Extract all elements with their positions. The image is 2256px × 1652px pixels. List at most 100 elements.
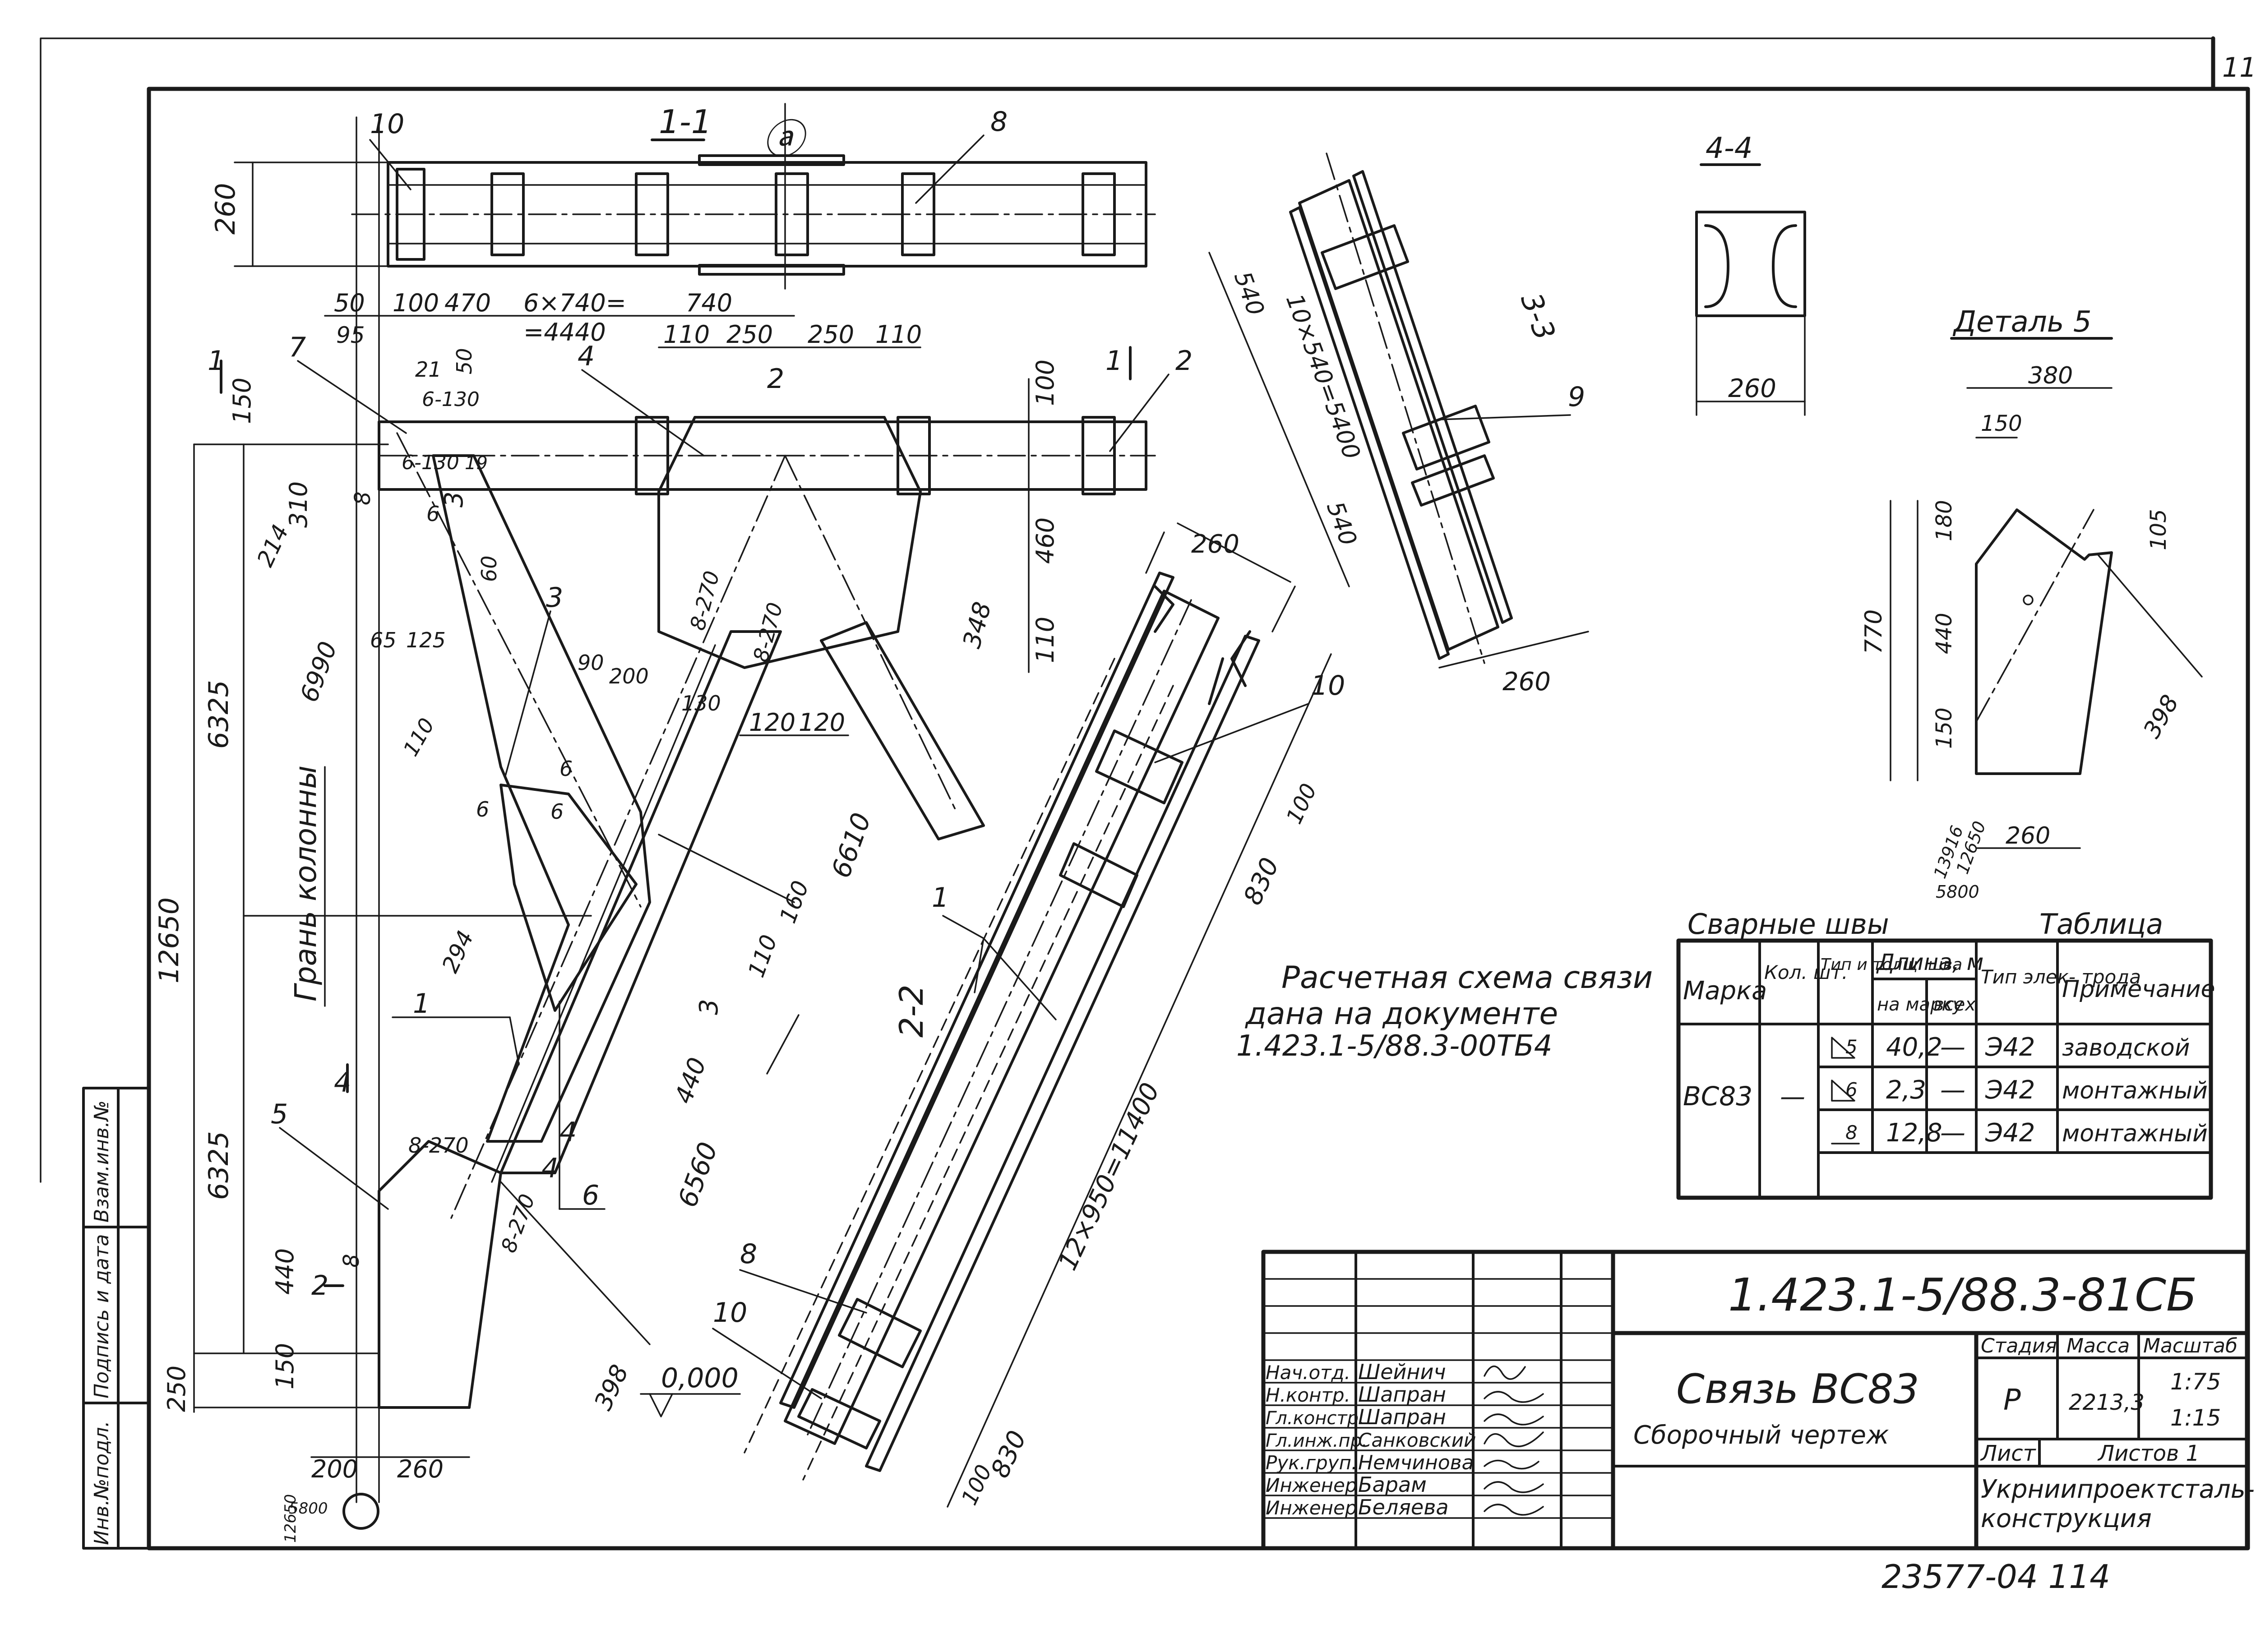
dim-150-detail-top: 150 (1981, 411, 2022, 436)
zero-level-label: 0,000 (661, 1362, 739, 1394)
dim-398-main: 398 (589, 1360, 634, 1414)
weld-8-270-c: 8-270 (408, 1133, 469, 1158)
dim-50: 50 (334, 289, 365, 317)
weld-8-left: 8 (350, 491, 375, 505)
pos-1-2-2: 1 (932, 882, 949, 914)
dim-260-bottom: 260 (397, 1455, 444, 1483)
cut-mark-1-right: 1 (1105, 345, 1123, 377)
section-mark-a: ⓐ (763, 116, 809, 163)
dim-260-2-2: 260 (1191, 530, 1239, 559)
td-mark: ВС83 (1683, 1081, 1752, 1112)
weld-6-130-a: 6-130 (422, 388, 480, 411)
weld-len-row-1: 40,2 (1886, 1033, 1942, 1062)
dim-250: 250 (162, 1366, 191, 1412)
dim-4440: =4440 (523, 318, 606, 346)
staff-role-3: Гл.констр. (1266, 1408, 1364, 1429)
mass-value: 2213,3 (2069, 1390, 2145, 1415)
dim-6990: 6990 (295, 638, 342, 706)
dim-120-b: 120 (799, 708, 845, 737)
detail-5-view: Деталь 5 380 150 180 440 150 770 105 398… (1860, 305, 2203, 902)
stamp-replace-inv: Взам.инв.№ (90, 1100, 113, 1223)
weld-6-c: 6 (476, 797, 489, 821)
dim-200-bottom: 200 (311, 1455, 358, 1483)
th-total: всех (1933, 994, 1976, 1015)
scale-label: Масштаб (2143, 1334, 2238, 1357)
dim-90: 90 (578, 651, 604, 675)
weld-6-b: 6 (559, 757, 573, 781)
cut-mark-2-top: 2 (767, 363, 784, 395)
weld-electrode-row-3: Э42 (1985, 1118, 2035, 1148)
weld-note-row-3: монтажный (2062, 1120, 2208, 1147)
dim-250-b: 250 (808, 320, 854, 349)
stamp-signature-date: Подпись и дата (90, 1234, 113, 1398)
dim-440-detail: 440 (1932, 613, 1957, 654)
note-line-2: дана на документе (1245, 996, 1558, 1032)
pos-2: 2 (1175, 345, 1193, 377)
stamp-inv-orig: Инв.№подл. (90, 1421, 113, 1545)
drawing-title: Связь ВС83 (1676, 1366, 1919, 1413)
staff-role-5: Рук.груп. (1266, 1452, 1357, 1474)
dim-12650-bottom: 12650 (282, 1494, 300, 1543)
scale-value-1: 1:75 (2170, 1369, 2221, 1395)
pos-6: 6 (582, 1180, 599, 1211)
staff-role-2: Н.контр. (1266, 1384, 1350, 1406)
pos-4-lower: 4 (559, 1117, 577, 1148)
dim-50-vert: 50 (452, 348, 476, 374)
section-4-4-view: 4-4 260 (1695, 132, 1806, 416)
dim-5800-detail: 5800 (1936, 882, 1979, 902)
dim-260-top: 260 (210, 183, 241, 235)
staff-name-4: Санковский (1358, 1429, 1476, 1451)
weld-6-130-b: 6-130 (402, 451, 459, 474)
dim-150-detail: 150 (1932, 707, 1957, 749)
weld-electrode-row-1: Э42 (1985, 1033, 2035, 1062)
staff-name-7: Беляева (1358, 1495, 1449, 1519)
weld-electrode-row-2: Э42 (1985, 1075, 2035, 1105)
stage-value: Р (2003, 1384, 2021, 1417)
staff-role-1: Нач.отд. (1266, 1361, 1350, 1384)
welds-table: Сварные швы Таблица Марка Кол. шт. Тип и… (1676, 908, 2215, 1200)
dim-6560: 6560 (672, 1138, 723, 1211)
drawing-subtitle: Сборочный чертеж (1633, 1421, 1889, 1450)
document-code: 1.423.1-5/88.3-81СБ (1728, 1269, 2197, 1321)
dim-105: 105 (2146, 509, 2171, 550)
dim-250-a: 250 (726, 320, 773, 349)
dim-6x740: 6×740= (523, 289, 626, 317)
title-block: Нач.отд. Шейнич Н.контр. Шапран Гл.конст… (1261, 1250, 2255, 1550)
dim-12x950: 12×950=11400 (1053, 1078, 1165, 1274)
dim-150-upper: 150 (228, 378, 256, 424)
dim-470: 470 (444, 289, 491, 317)
pos-9: 9 (1568, 381, 1585, 413)
th-length: Длина, м (1876, 949, 1983, 975)
archive-number: 23577-04 114 (1882, 1558, 2110, 1596)
pos-8-2-2: 8 (740, 1238, 757, 1270)
dim-19: 19 (465, 453, 488, 474)
dim-60: 60 (477, 555, 501, 582)
dim-12650: 12650 (153, 897, 185, 983)
pos-5: 5 (271, 1098, 288, 1130)
organization-line-1: Укрниипроектсталь- (1981, 1475, 2255, 1504)
dim-110-low: 110 (743, 932, 782, 981)
dim-150-lower: 150 (271, 1343, 299, 1389)
cut-mark-3-b: 3 (694, 999, 724, 1015)
weld-type-row-3: 8 (1845, 1121, 1858, 1144)
weld-note-row-1: заводской (2062, 1034, 2190, 1061)
th-note: Примечание (2062, 976, 2215, 1003)
dim-130: 130 (681, 691, 721, 715)
side-stamp: Инв.№подл. Подпись и дата Взам.инв.№ (82, 1087, 150, 1550)
dim-260-4-4: 260 (1728, 374, 1776, 403)
weld-8-lower: 8 (339, 1254, 364, 1268)
pos-10-2-2-bottom: 10 (713, 1297, 747, 1329)
dim-95: 95 (336, 322, 365, 348)
page-number: 113 (2222, 52, 2256, 83)
th-per-mark: на марку (1877, 994, 1964, 1015)
welds-table-caption: Сварные швы (1687, 908, 1889, 941)
th-type: Тип и толщ. шва (1821, 955, 1962, 974)
dim-120-a: 120 (749, 708, 795, 737)
signatures (1484, 1365, 1544, 1516)
dim-260-detail: 260 (2006, 822, 2050, 849)
pos-10-2-2-top: 10 (1311, 670, 1345, 701)
weld-len-row-3: 12,8 (1886, 1118, 1942, 1148)
dim-10x540: 10×540=5400 (1281, 291, 1365, 463)
dim-740: 740 (686, 289, 732, 317)
sheets-label: Листов 1 (2097, 1441, 2200, 1466)
